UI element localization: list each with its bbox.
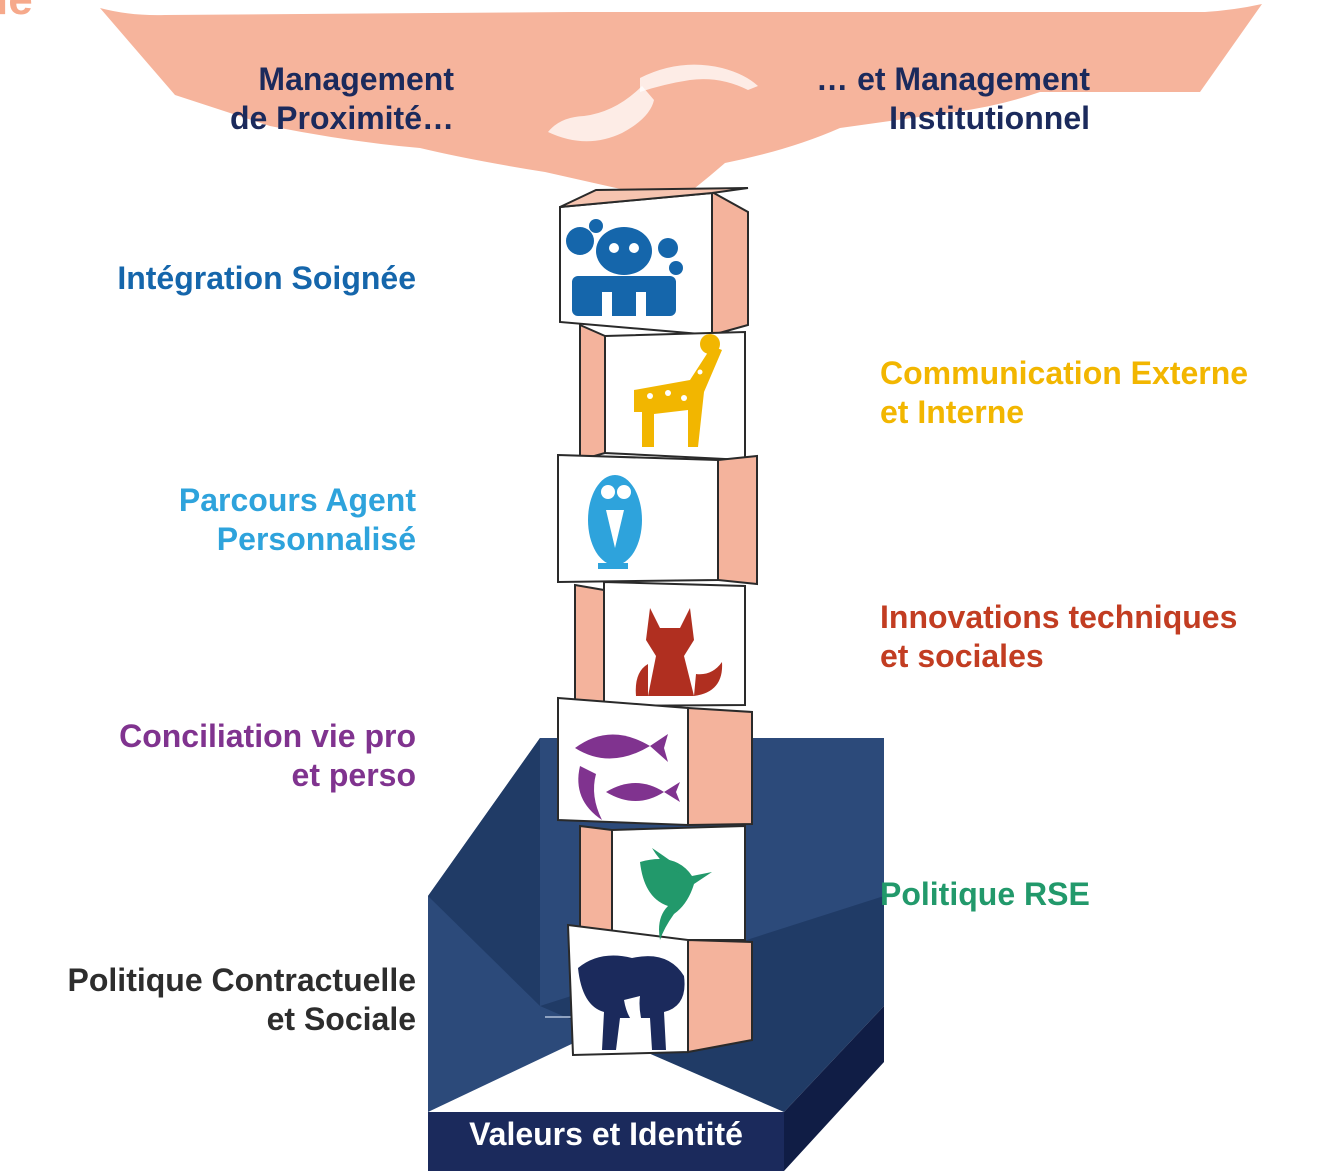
corner-fragment: ie [0,0,33,24]
label-line: et sociales [880,638,1044,674]
label-line: Personnalisé [216,521,416,557]
owl-icon [588,475,642,569]
fish-icon [575,734,680,820]
right-management-label: … et Management Institutionnel [816,60,1090,138]
base-label: Valeurs et Identité [469,1116,743,1152]
label-line: et Sociale [266,1001,416,1037]
pillar-label-integration: Intégration Soignée [117,259,416,298]
pillar-label-contractuelle: Politique Contractuelle et Sociale [68,961,416,1039]
panda-icon [566,219,683,316]
label-line: … et Management [816,61,1090,97]
label-line: et perso [291,757,416,793]
hummingbird-icon [640,848,712,940]
giraffe-icon [634,334,722,447]
handshake-icon [100,4,1262,190]
block-stack [557,187,758,1057]
label-line: Communication Externe [880,355,1249,391]
fox-icon [635,608,723,696]
label-line: Institutionnel [889,100,1090,136]
label-line: Conciliation vie pro [119,718,416,754]
label-line: et Interne [880,394,1025,430]
pillar-label-rse: Politique RSE [880,875,1090,914]
pillar-label-parcours: Parcours Agent Personnalisé [179,481,416,559]
pillar-label-conciliation: Conciliation vie pro et perso [119,717,416,795]
label-line: Parcours Agent [178,482,416,518]
label-line: Intégration Soignée [117,260,416,296]
left-management-label: Management de Proximité… [230,60,454,138]
label-line: de Proximité… [229,100,454,136]
pillar-label-innovations: Innovations techniques et sociales [880,598,1237,676]
label-line: Politique RSE [880,876,1090,912]
label-line: Management [258,61,454,97]
label-line: Innovations techniques [880,599,1238,635]
label-line: Politique Contractuelle [67,962,416,998]
pillar-label-communication: Communication Externe et Interne [880,354,1248,432]
elephant-icon [578,955,685,1050]
